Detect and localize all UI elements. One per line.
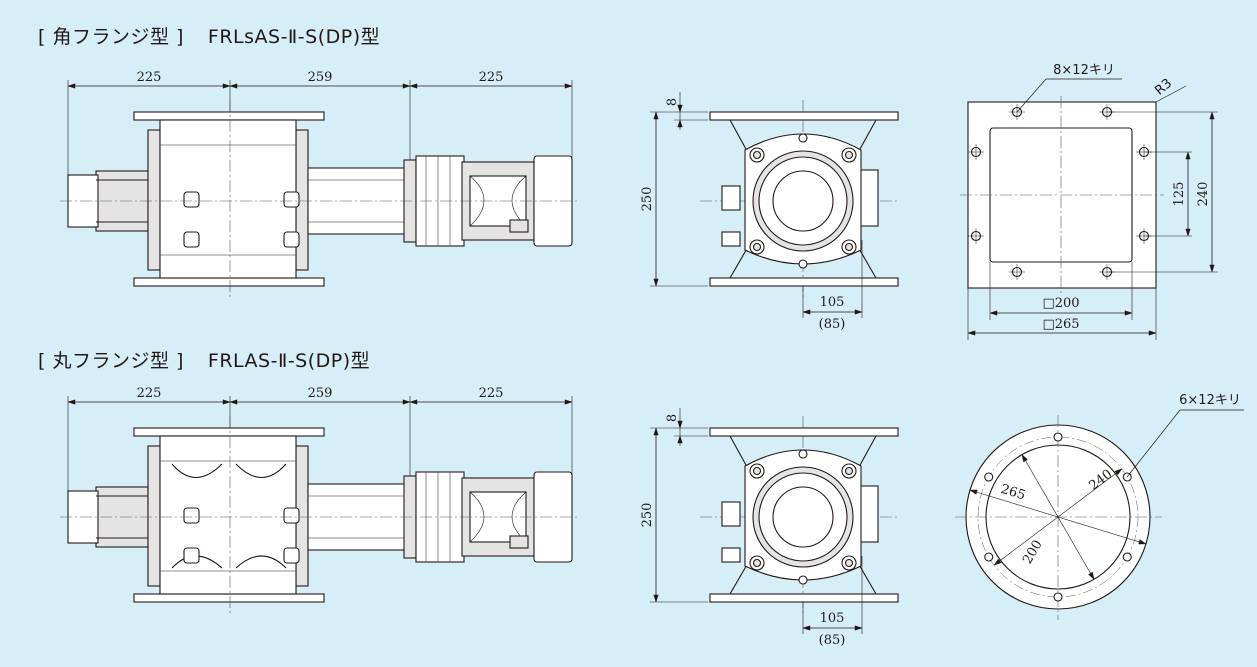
section-title-square-flange: [ 角フランジ型 ] FRLsAS-Ⅱ-S(DP)型 (38, 22, 380, 49)
dimension-label: 125 (1172, 182, 1187, 207)
side-view-1: 225 259 225 (60, 386, 580, 616)
section-model-name: FRLsAS-Ⅱ-S(DP)型 (207, 26, 381, 48)
dimension-label: □265 (1042, 317, 1079, 332)
flange-view-square: 8×12キリ R3 125 240 □200 □265 (960, 63, 1218, 340)
dimension-label: 225 (479, 70, 504, 85)
dimension-label: 105 (820, 295, 845, 310)
section-bracket-label: [ 丸フランジ型 ] (38, 350, 184, 372)
dimension-label: 8 (665, 414, 680, 422)
holes-note: 8×12キリ (1053, 63, 1115, 78)
dimension-label: 225 (137, 70, 162, 85)
dimension-label: 225 (479, 386, 504, 401)
dimension-label: 259 (308, 70, 333, 85)
holes-note: 6×12キリ (1179, 393, 1241, 408)
dimension-label: 250 (640, 503, 655, 528)
dimension-label: 240 (1196, 182, 1211, 207)
dimension-label: 225 (137, 386, 162, 401)
dimension-label: 265 (999, 482, 1027, 504)
section-bracket-label: [ 角フランジ型 ] (38, 26, 184, 48)
corner-radius-note: R3 (1152, 76, 1175, 99)
section-title-round-flange: [ 丸フランジ型 ] FRLAS-Ⅱ-S(DP)型 (38, 346, 370, 373)
side-view-0: 225 259 225 (60, 70, 580, 300)
front-view-1: 8 250 105 (85) (640, 408, 900, 648)
section-model-name: FRLAS-Ⅱ-S(DP)型 (207, 350, 371, 372)
dimension-label: □200 (1042, 296, 1079, 311)
dimension-label: 8 (665, 98, 680, 106)
dimension-label: 259 (308, 386, 333, 401)
dimension-label: 250 (640, 187, 655, 212)
front-view-0: 8 250 105 (85) (640, 92, 900, 332)
dimension-label: (85) (819, 317, 846, 332)
dimension-label: 105 (820, 611, 845, 626)
dimension-label: (85) (819, 633, 846, 648)
